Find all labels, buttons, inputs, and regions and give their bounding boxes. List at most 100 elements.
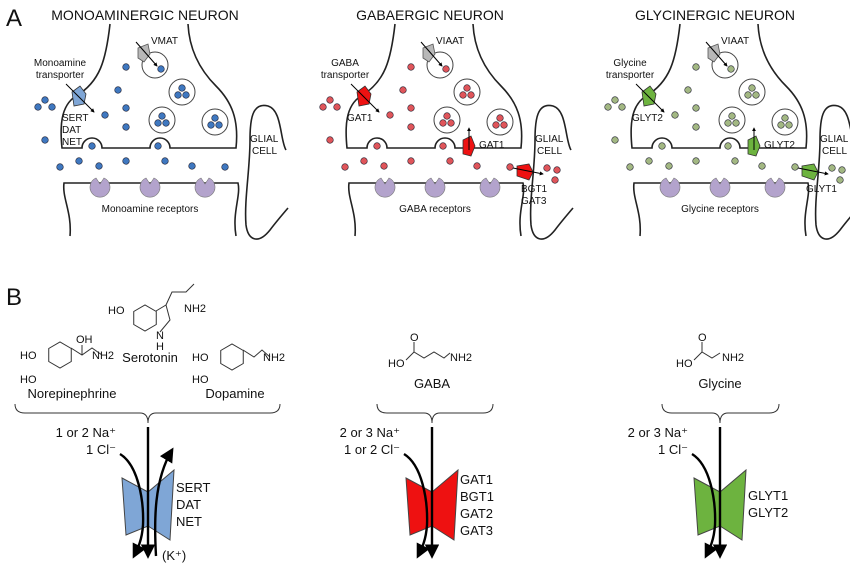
- benzene-ring: [133, 304, 157, 332]
- brace: [376, 403, 494, 424]
- neurotransmitter-dot: [178, 84, 186, 92]
- transport-arrow: [705, 41, 728, 67]
- transporter-name: NET: [62, 137, 82, 148]
- receptor-icon: [139, 177, 161, 198]
- receptors-label: GABA receptors: [399, 204, 471, 215]
- neurotransmitter-dot: [724, 142, 732, 150]
- neurotransmitter-dot: [442, 65, 450, 73]
- neuron-title: GABAERGIC NEURON: [356, 7, 504, 23]
- counter-ion-arrow: [153, 447, 174, 557]
- chem-group: O: [410, 332, 419, 344]
- neurotransmitter-dot: [34, 103, 42, 111]
- neurotransmitter-dot: [114, 86, 122, 94]
- chem-group: N: [156, 330, 164, 342]
- neurotransmitter-dot: [101, 111, 109, 119]
- neurotransmitter-dot: [122, 157, 130, 165]
- receptor-icon: [709, 177, 731, 198]
- ion-arrow: [403, 452, 430, 559]
- chem-group: HO: [20, 350, 37, 362]
- neurotransmitter-dot: [439, 142, 447, 150]
- neurotransmitter-dot: [407, 123, 415, 131]
- neurotransmitter-dot: [785, 121, 793, 129]
- chem-group: HO: [192, 352, 209, 364]
- benzene-ring: [220, 343, 244, 371]
- receptor-icon: [89, 177, 111, 198]
- neurotransmitter-dot: [645, 157, 653, 165]
- neurotransmitter-dot: [459, 91, 467, 99]
- neurotransmitter-dot: [731, 157, 739, 165]
- glial-label: CELL: [822, 146, 847, 157]
- ion-label: 1 Cl⁻: [86, 442, 116, 457]
- neuron-title: GLYCINERGIC NEURON: [635, 7, 795, 23]
- glial-label: CELL: [252, 146, 277, 157]
- ion-label: 2 or 3 Na⁺: [628, 425, 688, 440]
- counter-ion-label: (K⁺): [162, 548, 186, 563]
- neurotransmitter-dot: [692, 63, 700, 71]
- neurotransmitter-dot: [182, 91, 190, 99]
- synaptic-vesicle: [738, 78, 766, 106]
- neurotransmitter-dot: [543, 164, 551, 172]
- glial-transporter-label: BGT1: [521, 184, 548, 195]
- bond: [242, 349, 271, 358]
- neurotransmitter-dot: [744, 91, 752, 99]
- neurotransmitter-dot: [75, 157, 83, 165]
- neurotransmitter-dot: [407, 63, 415, 71]
- synaptic-vesicle: [201, 108, 229, 136]
- transporter-name: GAT2: [460, 506, 493, 521]
- chem-group: H: [156, 341, 164, 353]
- neurotransmitter-dot: [88, 142, 96, 150]
- neurotransmitter-dot: [626, 163, 634, 171]
- neurotransmitter-dot: [399, 86, 407, 94]
- transporter-name: DAT: [176, 497, 201, 512]
- neurotransmitter-dot: [56, 163, 64, 171]
- vesicular-transporter-icon: [137, 43, 151, 63]
- neurotransmitter-dot: [41, 96, 49, 104]
- vesicular-transporter-label: VIAAT: [721, 36, 749, 47]
- ion-label: 1 Cl⁻: [658, 442, 688, 457]
- transport-arrow: [420, 41, 443, 67]
- bond: [405, 351, 451, 361]
- glial-cell: [244, 104, 289, 240]
- neurotransmitter-dot: [333, 103, 341, 111]
- neurotransmitter-dot: [161, 157, 169, 165]
- neurotransmitter-dot: [665, 162, 673, 170]
- glial-transporter-label: GAT3: [521, 196, 547, 207]
- chem-group: O: [698, 332, 707, 344]
- chem-group: NH2: [184, 303, 206, 315]
- neurotransmitter-dot: [611, 96, 619, 104]
- plasma-membrane-transporter-icon: [71, 85, 87, 107]
- glial-label: GLIAL: [820, 134, 849, 145]
- receptors-label: Glycine receptors: [681, 204, 759, 215]
- neurotransmitter-dot: [724, 119, 732, 127]
- neurotransmitter-dot: [463, 84, 471, 92]
- transporter-label: transporter: [606, 70, 655, 81]
- ion-label: 1 or 2 Na⁺: [56, 425, 116, 440]
- transporter-name: DAT: [62, 125, 81, 136]
- neurotransmitter-dot: [122, 63, 130, 71]
- neurotransmitter-dot: [553, 166, 561, 174]
- neurotransmitter-dot: [467, 91, 475, 99]
- chem-group: NH2: [263, 352, 285, 364]
- chem-group: HO: [20, 374, 37, 386]
- transporter-label: transporter: [36, 70, 85, 81]
- neurotransmitter-dot: [748, 84, 756, 92]
- ion-arrow: [119, 452, 146, 559]
- vesicular-transporter-label: VIAAT: [436, 36, 464, 47]
- neurotransmitter-dot: [407, 157, 415, 165]
- substrate-name: Serotonin: [122, 350, 178, 365]
- substrate-name: Glycine: [698, 376, 741, 391]
- chem-group: HO: [388, 358, 405, 370]
- receptor-icon: [194, 177, 216, 198]
- transporter-label: transporter: [321, 70, 370, 81]
- synaptic-vesicle: [453, 78, 481, 106]
- neurotransmitter-dot: [791, 163, 799, 171]
- glial-transporter-label: GLYT1: [806, 184, 837, 195]
- chem-group: HO: [108, 305, 125, 317]
- chem-group: HO: [192, 374, 209, 386]
- neurotransmitter-dot: [506, 163, 514, 171]
- neurotransmitter-dot: [836, 176, 844, 184]
